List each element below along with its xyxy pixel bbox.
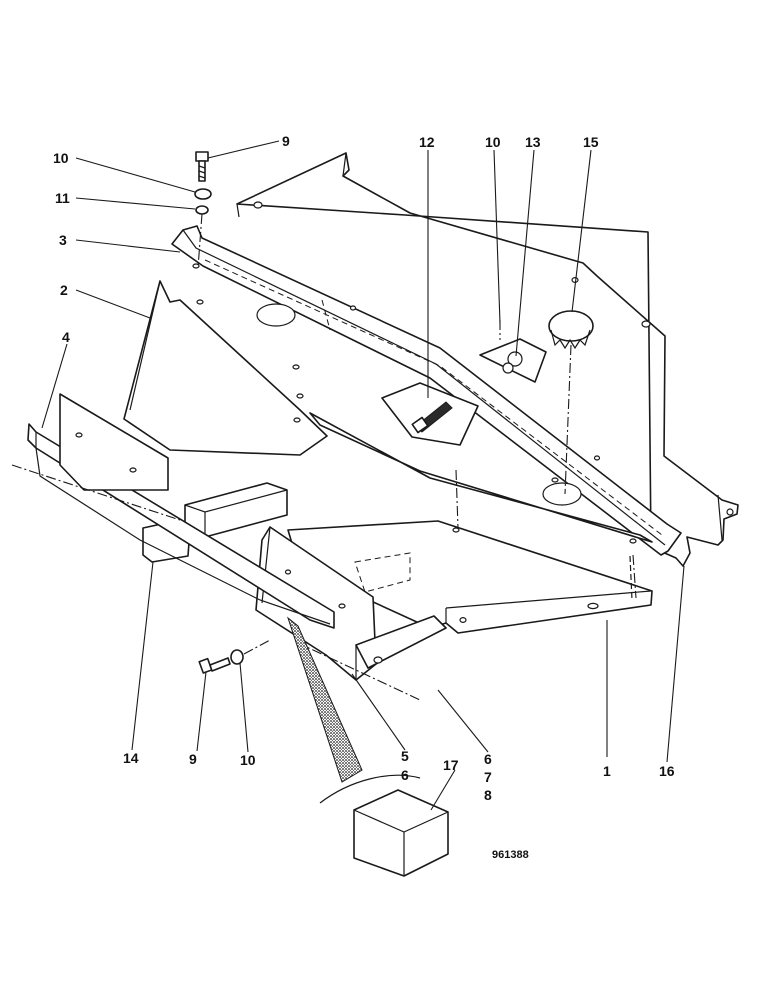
clamp-plate xyxy=(381,382,479,446)
callout-16: 16 xyxy=(659,763,675,779)
grommet-cap xyxy=(548,310,594,495)
callout-9-bottom: 9 xyxy=(189,751,197,767)
callout-6-right: 6 xyxy=(484,751,492,767)
drawing-number: 961388 xyxy=(492,849,529,861)
right-arm xyxy=(287,520,653,634)
left-gusset xyxy=(123,280,328,456)
centerlines xyxy=(11,320,637,701)
callout-1: 1 xyxy=(603,763,611,779)
bottom-bolt-stack xyxy=(198,639,271,674)
callout-10-mid: 10 xyxy=(485,134,501,150)
leader-lines xyxy=(41,140,685,811)
callout-8: 8 xyxy=(484,787,492,803)
rear-cover-plate xyxy=(236,152,739,567)
callout-6-left: 6 xyxy=(401,767,409,783)
callout-15: 15 xyxy=(583,134,599,150)
nut-plate xyxy=(479,338,547,383)
callout-7: 7 xyxy=(484,769,492,785)
top-bolt-stack xyxy=(194,151,212,269)
cross-web xyxy=(309,412,653,543)
top-member xyxy=(171,225,682,556)
callout-2: 2 xyxy=(60,282,68,298)
callout-12: 12 xyxy=(419,134,435,150)
callout-3: 3 xyxy=(59,232,67,248)
callout-10-top: 10 xyxy=(53,150,69,166)
callout-5: 5 xyxy=(401,748,409,764)
callout-13: 13 xyxy=(525,134,541,150)
callout-4: 4 xyxy=(62,329,70,345)
callout-9-top: 9 xyxy=(282,133,290,149)
foam-block xyxy=(286,616,449,877)
callout-11: 11 xyxy=(55,190,70,206)
channel-member xyxy=(27,393,346,629)
callout-labels: 9 10 11 3 2 4 12 10 13 15 14 9 10 5 6 6 … xyxy=(53,133,675,861)
callout-17: 17 xyxy=(443,757,459,773)
callout-10-bottom: 10 xyxy=(240,752,256,768)
callout-14: 14 xyxy=(123,750,139,766)
